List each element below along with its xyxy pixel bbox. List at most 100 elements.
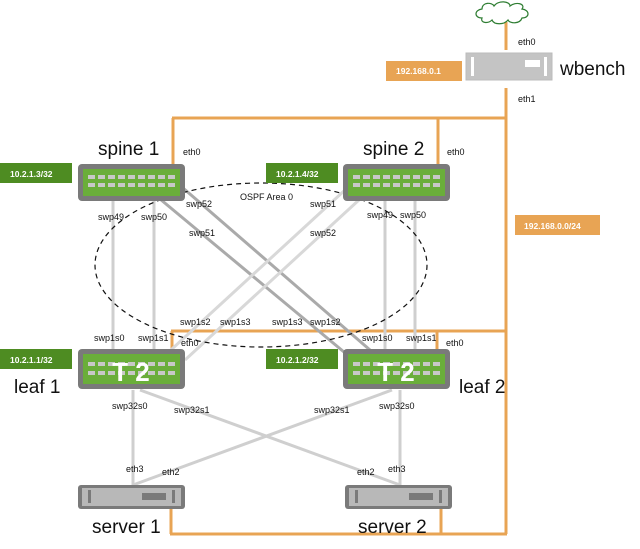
switch-port — [403, 175, 410, 179]
switch-port — [98, 362, 105, 366]
spine1-ports — [88, 175, 175, 187]
server2-drive — [409, 493, 433, 500]
switch-port — [363, 183, 370, 187]
switch-port — [393, 183, 400, 187]
switch-port — [433, 362, 440, 366]
leaf2-ip: 10.2.1.2/32 — [276, 355, 319, 365]
server1[interactable] — [78, 485, 185, 509]
server2-name: server 2 — [358, 517, 427, 538]
switch-port — [413, 175, 420, 179]
leaf2-panel — [348, 354, 445, 384]
switch-port — [413, 183, 420, 187]
spine1-switch[interactable] — [78, 164, 185, 201]
link-spine2-swp52-leaf1-swp1s3 — [183, 197, 362, 362]
server1-slot-right — [172, 490, 175, 503]
spine1-eth0-label: eth0 — [183, 147, 201, 157]
switch-port — [373, 362, 380, 366]
link-spine2-swp51-leaf1-swp1s2 — [158, 188, 347, 362]
switch-port — [148, 362, 155, 366]
leaf2-swp1s0-label: swp1s0 — [362, 333, 393, 343]
switch-port — [148, 183, 155, 187]
spine1-ip: 10.2.1.3/32 — [10, 169, 53, 179]
link-spine1-swp51-leaf2-swp1s3 — [159, 197, 351, 359]
leaf2-swp32s0-label: swp32s0 — [379, 401, 415, 411]
switch-port — [373, 371, 380, 375]
switch-port — [158, 371, 165, 375]
spine2-swp51-label: swp51 — [310, 199, 336, 209]
switch-port — [158, 362, 165, 366]
leaf1-ip: 10.2.1.1/32 — [10, 355, 53, 365]
leaf2-name: leaf 2 — [459, 377, 505, 398]
server2-body — [349, 488, 448, 506]
switch-port — [433, 371, 440, 375]
switch-port — [118, 371, 125, 375]
switch-port — [128, 175, 135, 179]
switch-port — [88, 175, 95, 179]
server2-eth2-label: eth2 — [357, 467, 375, 477]
switch-port — [373, 183, 380, 187]
cloud-icon — [475, 1, 529, 25]
switch-port — [118, 183, 125, 187]
leaf1-name: leaf 1 — [14, 377, 60, 398]
switch-port — [383, 175, 390, 179]
switch-port — [88, 183, 95, 187]
server1-name: server 1 — [92, 517, 161, 538]
spine2-switch[interactable] — [343, 164, 450, 201]
switch-port — [168, 362, 175, 366]
link-spine1-swp52-leaf2-swp1s2 — [182, 186, 371, 352]
leaf1-ip-badge — [0, 349, 72, 369]
wbench-drive — [525, 60, 540, 67]
spine1-swp49-label: swp49 — [98, 212, 124, 222]
leaf2-swp1s3-label: swp1s3 — [272, 317, 303, 327]
spine2-swp50-label: swp50 — [400, 210, 426, 220]
spine1-panel — [83, 169, 180, 196]
switch-port — [393, 371, 400, 375]
server2[interactable] — [345, 485, 452, 509]
ospf-area-label: OSPF Area 0 — [240, 192, 293, 202]
leaf2-ports — [353, 362, 440, 375]
switch-port — [353, 175, 360, 179]
switch-port — [118, 362, 125, 366]
spine2-eth0-label: eth0 — [447, 147, 465, 157]
switch-port — [353, 362, 360, 366]
leaf1-switch[interactable]: T 2 — [78, 349, 185, 389]
switch-port — [403, 371, 410, 375]
switch-port — [363, 362, 370, 366]
switch-port — [88, 371, 95, 375]
switch-port — [98, 371, 105, 375]
server1-drive — [142, 493, 166, 500]
switch-port — [403, 362, 410, 366]
switch-port — [148, 175, 155, 179]
switch-port — [423, 362, 430, 366]
spine2-swp49-label: swp49 — [367, 210, 393, 220]
server2-eth3-label: eth3 — [388, 464, 406, 474]
switch-port — [433, 175, 440, 179]
fabric-links — [111, 186, 417, 362]
server1-eth3-label: eth3 — [126, 464, 144, 474]
switch-port — [413, 371, 420, 375]
switch-port — [108, 183, 115, 187]
switch-port — [353, 371, 360, 375]
switch-port — [138, 183, 145, 187]
spine1-swp50-label: swp50 — [141, 212, 167, 222]
leaf2-switch[interactable]: T 2 — [343, 349, 450, 389]
leaf1-badge: T 2 — [112, 357, 150, 387]
switch-port — [363, 175, 370, 179]
spine2-swp52-label: swp52 — [310, 228, 336, 238]
management-network — [169, 22, 508, 536]
spine1-swp51-label: swp51 — [189, 228, 215, 238]
server2-slot-left — [355, 490, 358, 503]
wbench-eth1-label: eth1 — [518, 94, 536, 104]
leaf1-swp32s0-label: swp32s0 — [112, 401, 148, 411]
switch-port — [108, 371, 115, 375]
switch-port — [168, 371, 175, 375]
switch-port — [433, 183, 440, 187]
switch-port — [128, 362, 135, 366]
leaf2-ip-badge — [266, 349, 338, 369]
link-leaf1-swp32s1-server2-eth2 — [139, 388, 401, 487]
leaf2-eth0-label: eth0 — [446, 338, 464, 348]
server1-body — [82, 488, 181, 506]
switch-port — [383, 362, 390, 366]
server1-eth2-label: eth2 — [162, 467, 180, 477]
wbench-server[interactable] — [465, 52, 553, 81]
